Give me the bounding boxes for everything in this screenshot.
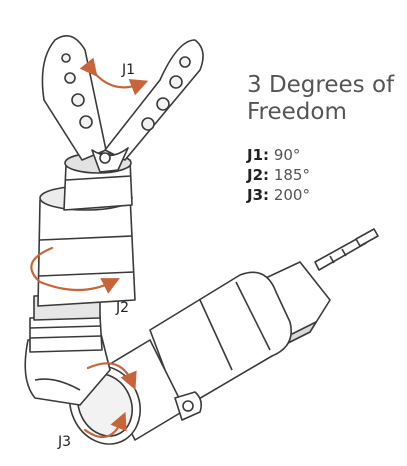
j1-label: J1 bbox=[122, 62, 136, 78]
spec-j3-value: 200° bbox=[273, 186, 310, 204]
spec-j3-label: J3: bbox=[247, 186, 270, 204]
j2-label: J2 bbox=[116, 300, 130, 316]
spec-j3: J3: 200° bbox=[247, 186, 310, 204]
spec-j1-label: J1: bbox=[247, 146, 270, 164]
degrees-of-freedom-heading: 3 Degrees of Freedom bbox=[247, 72, 395, 125]
spec-j2: J2: 185° bbox=[247, 166, 310, 184]
spec-j2-value: 185° bbox=[273, 166, 310, 184]
j3-rotation-arrow bbox=[83, 411, 127, 439]
rear-housing bbox=[149, 271, 292, 411]
j2-rotation-arrow bbox=[30, 246, 120, 294]
j1-rotation-arrow bbox=[79, 57, 149, 96]
rear-shaft bbox=[314, 228, 379, 271]
j3-label: J3 bbox=[58, 434, 72, 450]
gripper-fingers bbox=[41, 34, 204, 173]
spec-j1: J1: 90° bbox=[247, 146, 300, 164]
spec-j2-label: J2: bbox=[247, 166, 270, 184]
spec-j1-value: 90° bbox=[273, 146, 301, 164]
